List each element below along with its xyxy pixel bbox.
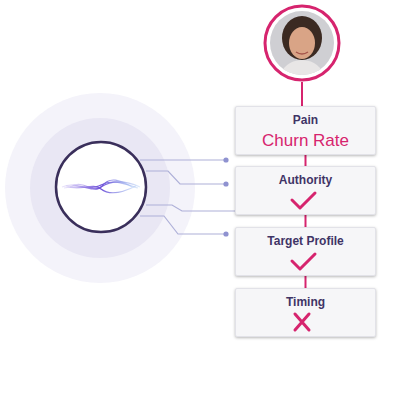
criteria-label: Timing <box>286 295 325 309</box>
criteria-box: Timing <box>235 288 376 337</box>
wave-line <box>66 186 136 193</box>
criteria-value: Churn Rate <box>262 131 349 151</box>
shirt <box>278 60 326 80</box>
smile <box>296 52 308 54</box>
halo-inner <box>30 118 170 258</box>
avatar-link <box>301 82 303 106</box>
wave-line <box>70 180 132 189</box>
signal-wire <box>146 205 240 211</box>
face <box>289 27 315 59</box>
criteria-label: Authority <box>279 173 332 187</box>
signal-wires <box>140 160 240 234</box>
criteria-label: Target Profile <box>267 234 343 248</box>
criteria-box: Authority <box>235 166 376 215</box>
criteria-box: PainChurn Rate <box>235 106 376 155</box>
connector-line <box>305 155 307 166</box>
connector-line <box>305 276 307 288</box>
connector-line <box>305 215 307 227</box>
criteria-label: Pain <box>293 113 318 127</box>
photo-bg <box>268 9 338 79</box>
wire-dot <box>223 231 228 236</box>
core-circle <box>56 142 146 232</box>
hair <box>282 16 322 60</box>
signal-wire <box>140 159 226 160</box>
wire-dot <box>223 181 228 186</box>
wave-line <box>64 182 138 188</box>
avatar-ring <box>265 6 339 80</box>
wire-dot <box>223 157 228 162</box>
wave-symbol <box>62 180 140 193</box>
criteria-box: Target Profile <box>235 227 376 276</box>
signal-wire <box>140 216 226 234</box>
wave-line <box>62 182 140 189</box>
avatar-photo <box>268 9 338 80</box>
avatar <box>265 6 339 80</box>
halo-outer <box>5 93 195 283</box>
signal-wire <box>146 171 226 184</box>
